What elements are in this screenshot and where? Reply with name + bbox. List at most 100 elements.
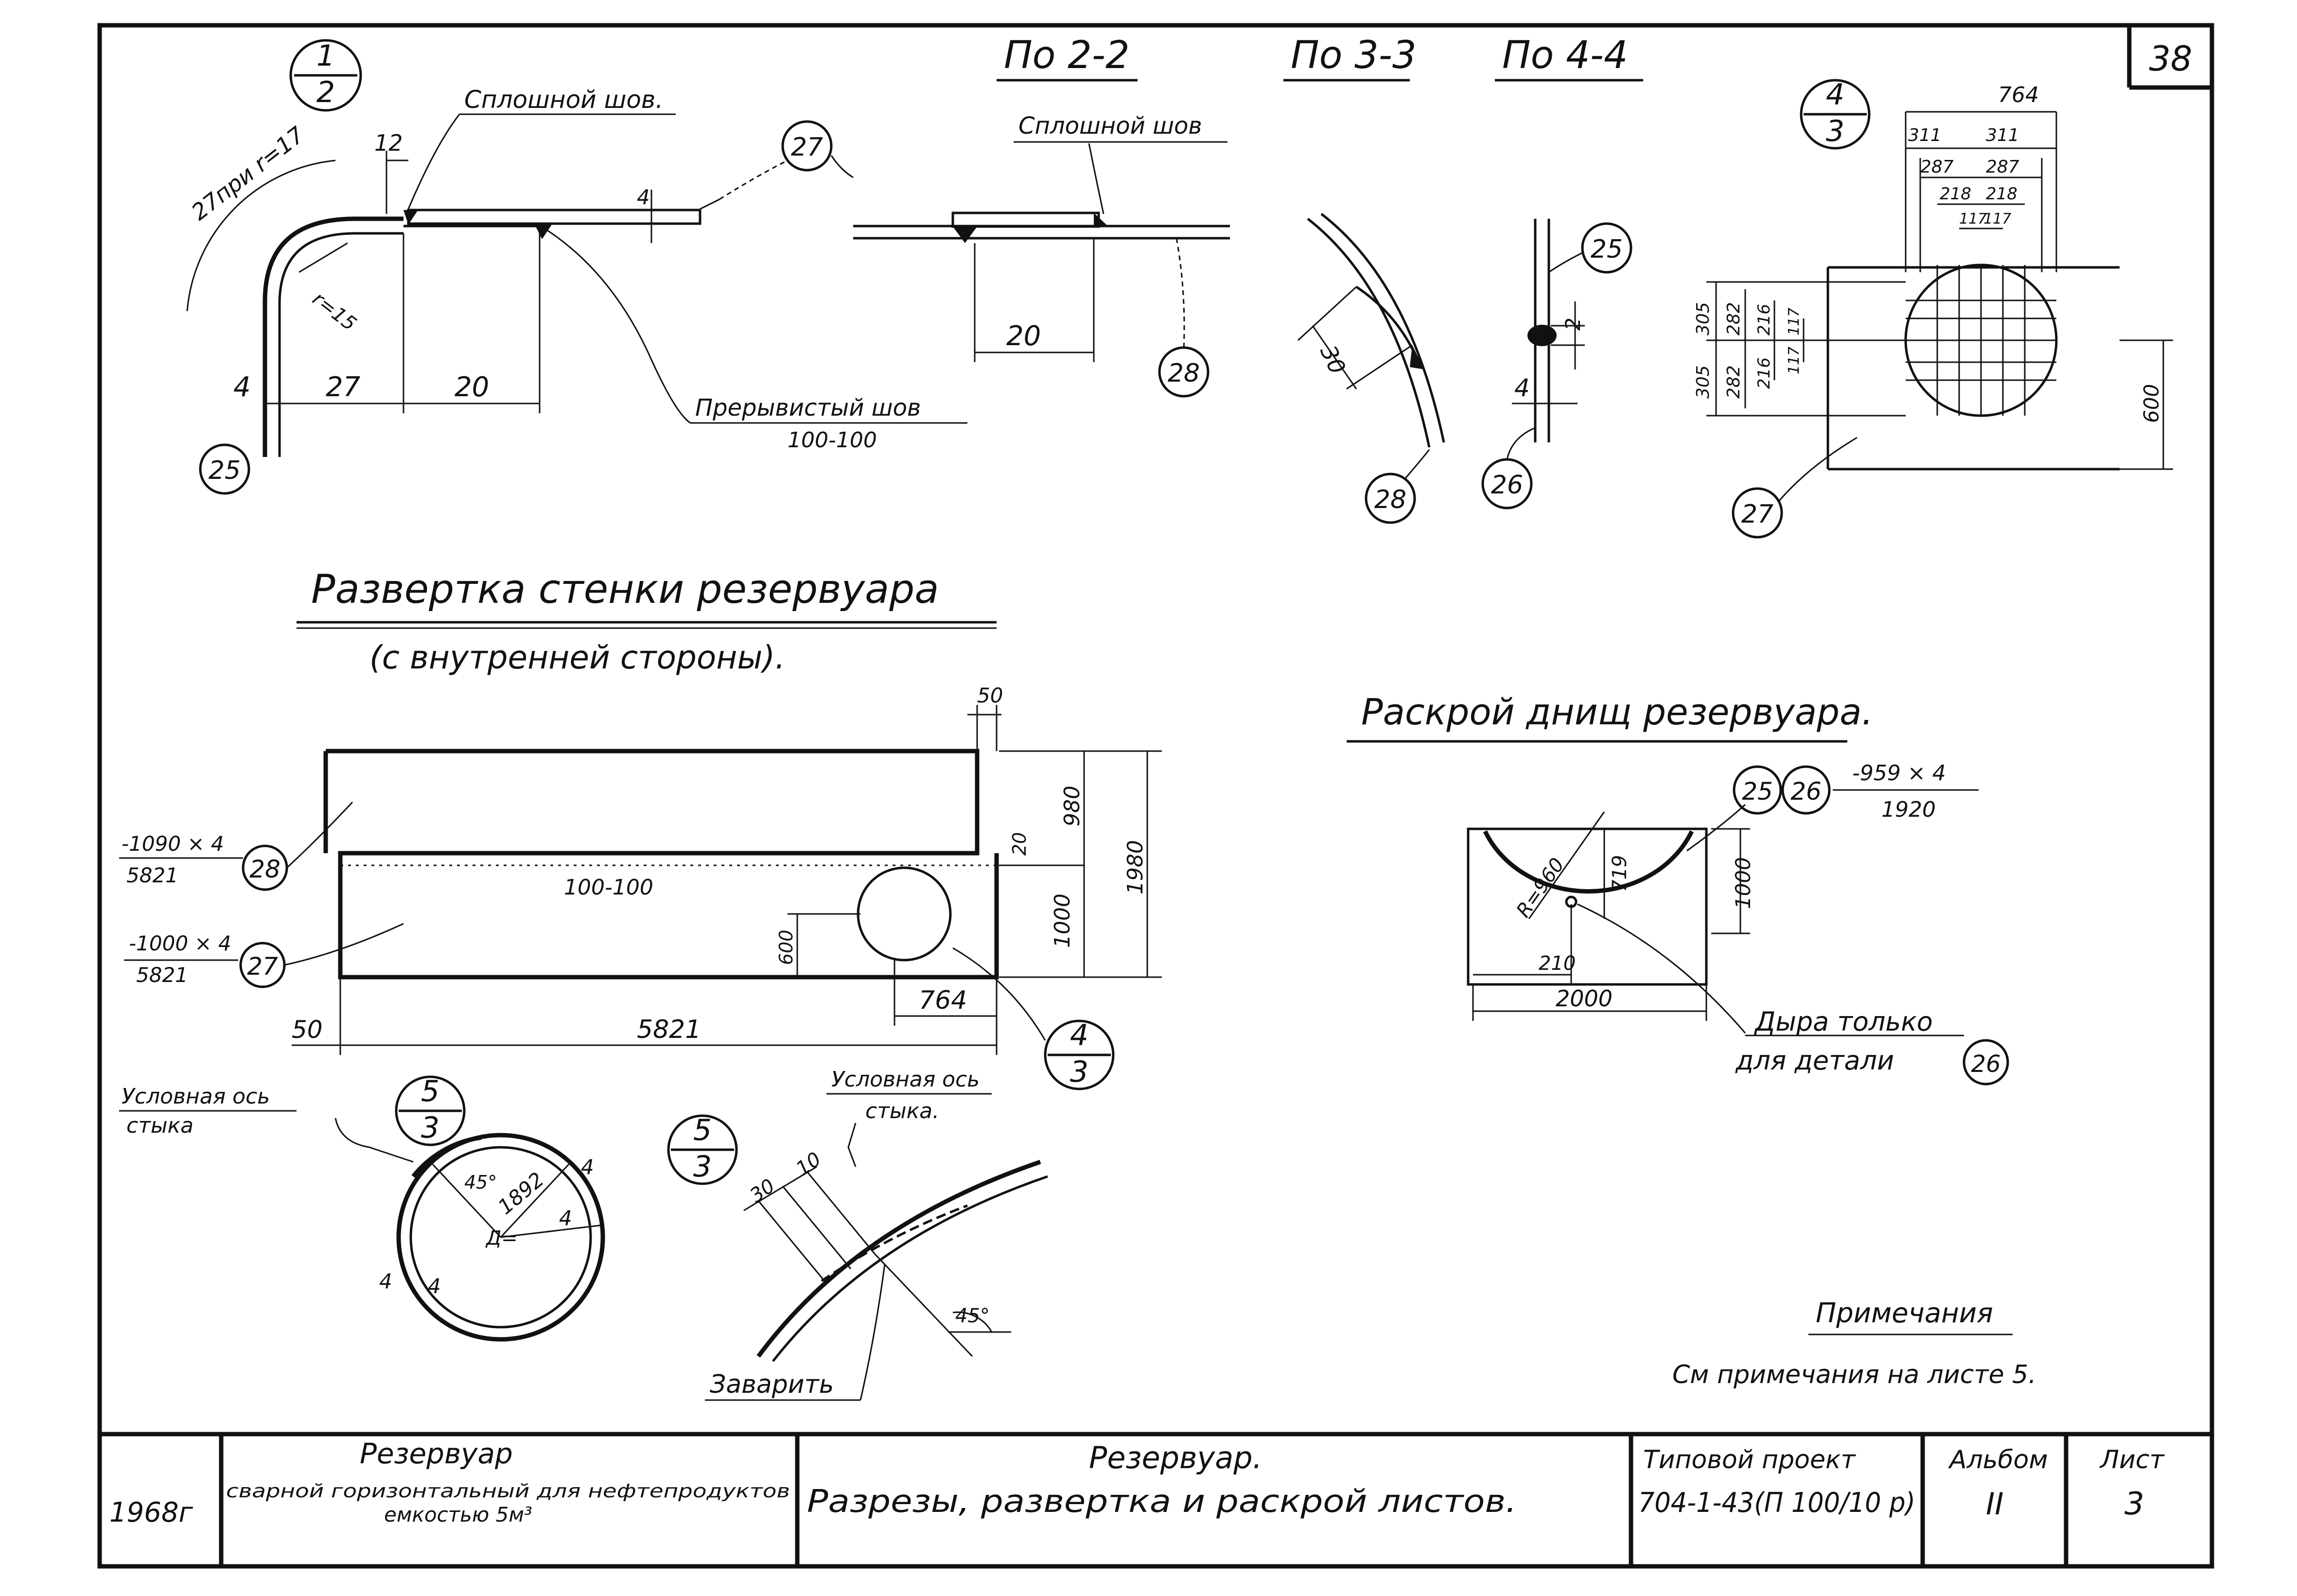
title-project-label: Типовой проект — [1643, 1445, 1856, 1474]
detail-1-2-radius-label: 27при r=17 — [187, 122, 310, 226]
bottom-dim-210: 210 — [1539, 952, 1576, 975]
detail-1-2-top-plate — [407, 209, 701, 225]
section-3-3-plate-inner — [1320, 213, 1445, 443]
joint-angle: 45° — [955, 1305, 990, 1327]
detail-1-2-seam-leader — [407, 114, 460, 210]
detail-4-3-dim-216-a: 216 — [1754, 304, 1774, 335]
ring-callout-5-3-bottom: 3 — [421, 1111, 439, 1145]
title-sheet-label: Лист — [2099, 1445, 2165, 1474]
section-2-2: По 2-2 Сплошной шов 20 28 — [853, 34, 1230, 398]
detail-4-3-dim-282-b: 282 — [1724, 365, 1744, 399]
bottom-dim-719: 719 — [1609, 855, 1631, 892]
joint-callout-5-3-top: 5 — [693, 1113, 712, 1147]
wall-opening — [857, 866, 952, 962]
joint-plate-inner — [772, 1175, 1048, 1362]
detail-4-3-dim-305-a: 305 — [1693, 302, 1713, 335]
detail-1-2-weld-left — [403, 210, 418, 225]
section-3-3-mark-28 — [1365, 473, 1416, 524]
section-2-2-dim-20: 20 — [1006, 320, 1041, 352]
detail-1-2-bent-plate-inner — [278, 232, 403, 457]
sheet-frame — [97, 23, 2214, 1569]
wall-dim-600: 600 — [775, 930, 797, 965]
title-drawing: Резервуар. — [1089, 1440, 1262, 1475]
title-album-value: II — [1986, 1486, 2004, 1522]
section-3-3-title: По 3-3 — [1291, 34, 1417, 77]
detail-4-3-dim-287-b: 287 — [1986, 157, 2019, 177]
ring-outer — [396, 1133, 605, 1342]
bottom-cutting-title: Раскрой днищ резервуара. — [1361, 691, 1873, 733]
bottom-sheet-top: -959 × 4 — [1852, 761, 1946, 786]
wall-sheet-27-bottom: 5821 — [136, 963, 188, 987]
detail-1-2: Сплошной шов. 27при r=17 12 r=15 4 4 27 … — [186, 86, 967, 495]
detail-1-2-bent-plate-outer — [263, 216, 403, 457]
detail-4-3-dim-218-b: 218 — [1986, 184, 2017, 204]
section-2-2-title: По 2-2 — [1004, 34, 1130, 77]
title-sheet-value: 3 — [2124, 1486, 2144, 1522]
detail-4-3-dim-287-a: 287 — [1920, 157, 1954, 177]
detail-1-2-dim-r15: r=15 — [308, 288, 361, 335]
bottom-mark-26-hole — [1963, 1039, 2009, 1086]
wall-sheet-27-top: -1000 × 4 — [129, 931, 231, 955]
detail-1-2-mark-27-text: 27 — [791, 133, 823, 162]
wall-dim-1000: 1000 — [1050, 894, 1075, 948]
bottom-hole-note-1: Дыра только — [1754, 1006, 1933, 1037]
section-3-3-weld — [1410, 345, 1424, 369]
bottom-mark-25 — [1733, 765, 1782, 815]
title-object-desc-2: емкостью 5м³ — [384, 1503, 532, 1526]
wall-dim-50-top: 50 — [977, 684, 1003, 707]
wall-mark-28-text: 28 — [249, 855, 281, 883]
wall-unfolding-outline — [326, 749, 999, 980]
wall-unfolding-subtitle: (с внутренней стороны). — [369, 639, 785, 676]
section-4-4-mark-25 — [1581, 222, 1632, 274]
bottom-cutting: Раскрой днищ резервуара. 25 26 -959 × 4 … — [1347, 691, 2009, 1086]
joint-weld-note: Заварить — [710, 1370, 834, 1399]
section-2-2-mark-28 — [1158, 346, 1210, 398]
ring-diameter: 1892 — [493, 1167, 548, 1219]
detail-1-2-dim-27: 27 — [326, 371, 361, 403]
detail-4-3-dim-117-d: 117 — [1786, 347, 1803, 374]
joint-dim-10: 10 — [792, 1148, 825, 1180]
title-object-desc-1: сварной горизонтальный для нефтепродукто… — [226, 1480, 790, 1502]
detail-1-2-dim-12: 12 — [374, 130, 403, 156]
ring-callout-5-3-top: 5 — [421, 1074, 439, 1108]
section-3-3-mark-28-text: 28 — [1374, 485, 1406, 514]
bottom-mark-26-text: 26 — [1790, 777, 1822, 806]
section-4-4: По 4-4 2 4 25 26 — [1481, 34, 1643, 509]
notes: Примечания См примечания на листе 5. — [1672, 1298, 2036, 1389]
section-2-2-seam-leader — [1088, 143, 1105, 214]
bottom-hole-note-2: для детали — [1735, 1045, 1894, 1076]
section-3-3-plate-outer — [1307, 218, 1431, 448]
section-2-2-mark-28-text: 28 — [1168, 359, 1200, 388]
detail-1-2-seam-label: Сплошной шов. — [464, 86, 663, 114]
detail-4-3-dim-311-a: 311 — [1908, 125, 1942, 145]
bottom-sheet-rect — [1467, 827, 1708, 986]
joint-callout-5-3 — [667, 1114, 738, 1185]
detail-1-2-mark-25-text: 25 — [209, 456, 241, 485]
wall-unfolding: Развертка стенки резервуара (с внутренне… — [119, 566, 1162, 1090]
wall-unfolding-title: Развертка стенки резервуара — [311, 566, 939, 613]
section-4-4-title: По 4-4 — [1502, 34, 1628, 77]
wall-callout-4-3-top: 4 — [1070, 1018, 1088, 1052]
joint-dim-30: 30 — [746, 1175, 779, 1207]
detail-4-3-dim-305-b: 305 — [1693, 365, 1713, 399]
bottom-dim-1000: 1000 — [1731, 857, 1755, 909]
section-4-4-dim-2: 2 — [1561, 317, 1585, 331]
section-3-3-overlap — [1355, 285, 1421, 365]
wall-sheet-28-top: -1090 × 4 — [122, 832, 224, 856]
wall-mark-27-text: 27 — [247, 952, 278, 981]
sheet-number: 38 — [2149, 39, 2192, 79]
detail-1-2-dim-4-left: 4 — [233, 371, 251, 403]
ring-callout-5-3 — [395, 1075, 466, 1146]
joint-callout-5-3-bottom: 3 — [693, 1150, 712, 1184]
joint-plate-outer — [756, 1159, 1041, 1358]
wall-dim-764: 764 — [919, 986, 967, 1015]
callout-1-2-top: 1 — [316, 39, 335, 73]
ring-dim-4-b: 4 — [559, 1206, 572, 1230]
bottom-mark-25-text: 25 — [1742, 777, 1773, 806]
section-4-4-mark-25-text: 25 — [1591, 235, 1623, 264]
detail-4-3-mark-27 — [1732, 487, 1783, 539]
detail-1-2-mark-25 — [199, 443, 250, 495]
ring-dim-4-c: 4 — [379, 1269, 392, 1293]
section-4-4-weld — [1527, 325, 1557, 346]
